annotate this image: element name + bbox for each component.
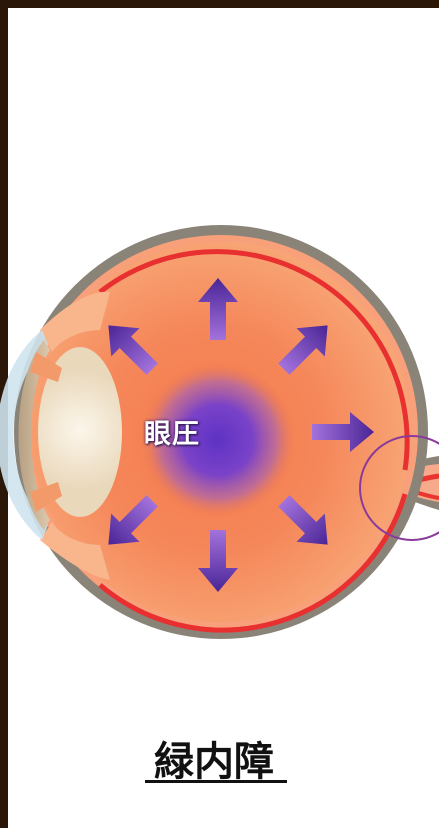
title-underline bbox=[145, 780, 287, 783]
pressure-label: 眼圧 bbox=[122, 412, 222, 451]
diagram-title: 緑内障 bbox=[154, 729, 274, 787]
